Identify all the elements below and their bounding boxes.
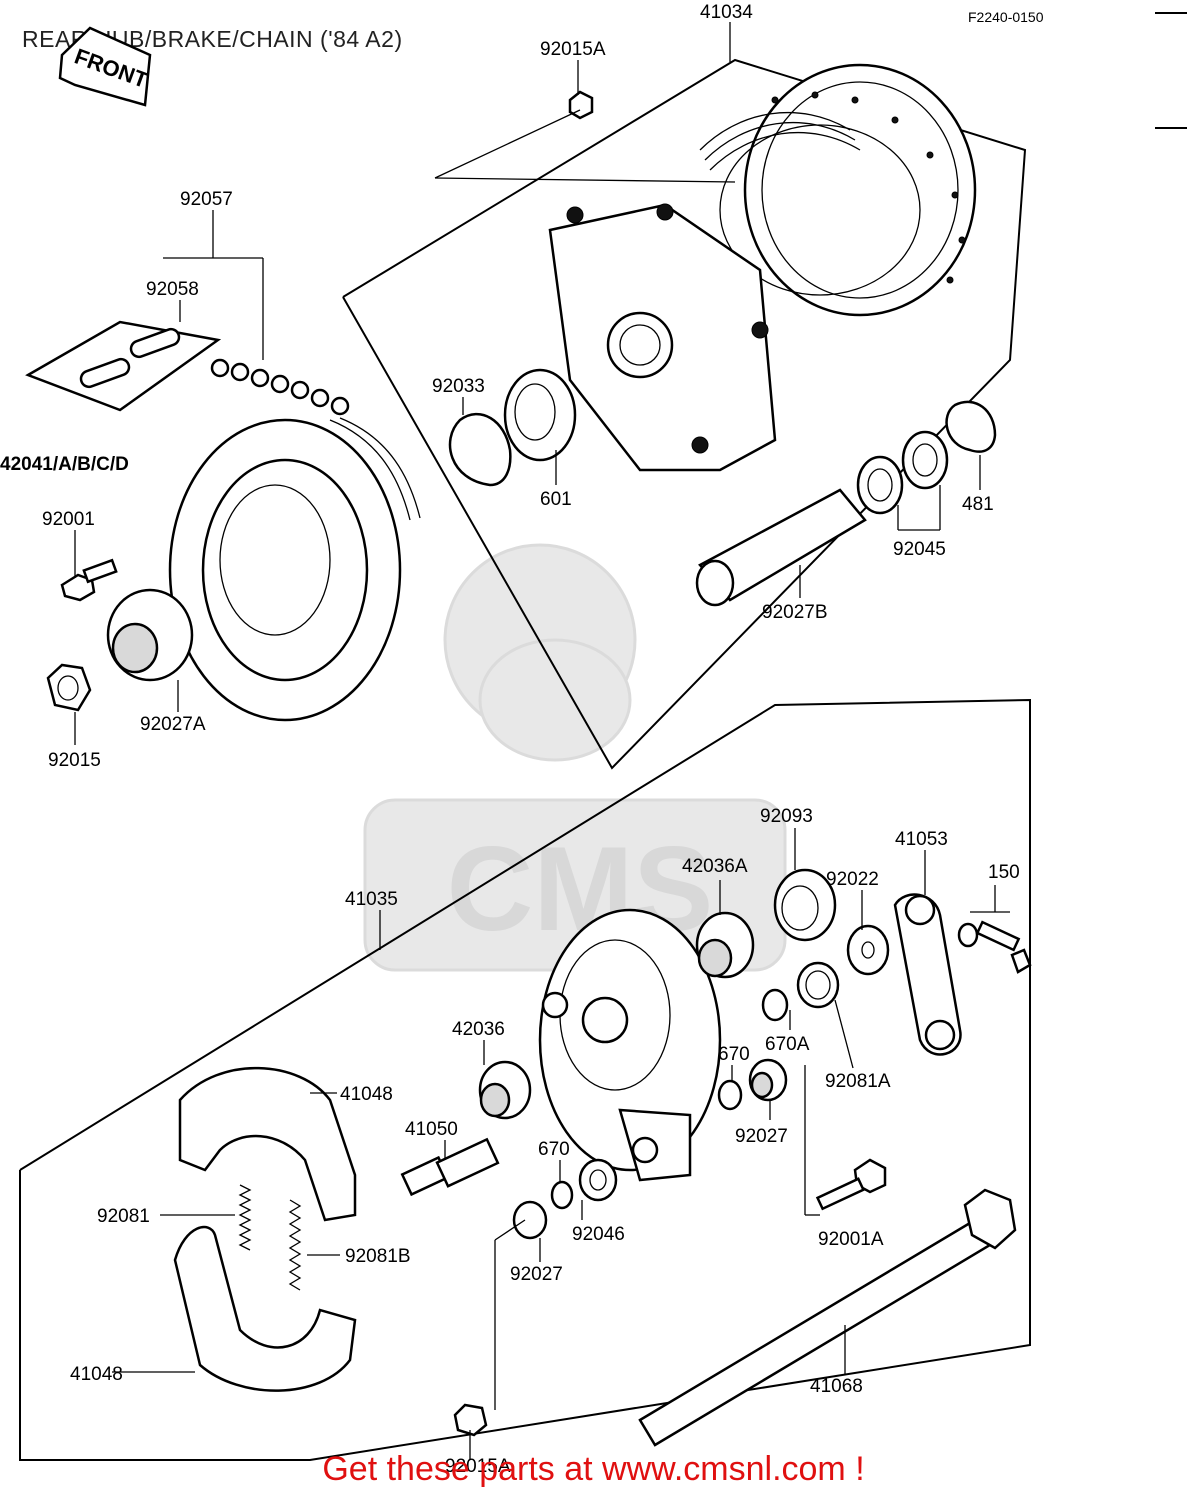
part-label-41048-top: 41048 (340, 1084, 393, 1105)
nut-92015A-bottom-drawing (453, 1403, 488, 1437)
part-label-92015A-bottom: 92015A (445, 1456, 511, 1477)
part-label-92027-lower: 92027 (510, 1264, 563, 1285)
front-arrow-icon: FRONT (58, 26, 152, 107)
circlip-481-drawing (945, 400, 997, 453)
part-label-92027B: 92027B (762, 602, 828, 623)
lever-41053-drawing (893, 893, 962, 1056)
hub-assembly-frame (342, 58, 1027, 770)
part-label-92001A: 92001A (818, 1229, 884, 1250)
washer-92022-drawing (846, 924, 890, 976)
collar-92027A-drawing (106, 588, 194, 682)
collar-42036-drawing (478, 1060, 532, 1120)
camshaft-41050-drawing (400, 1137, 500, 1197)
part-label-92015: 92015 (48, 750, 101, 771)
bolt-150-drawing (957, 920, 1032, 974)
part-label-42036: 42036 (452, 1019, 505, 1040)
cms-watermark: CMS (363, 543, 787, 972)
spring-92081B-drawing (288, 1199, 302, 1291)
part-label-670-upper: 670 (718, 1044, 750, 1065)
part-label-42036A: 42036A (682, 856, 748, 877)
bearing-601-drawing (503, 368, 577, 462)
washer-670-upper-drawing (717, 1079, 743, 1111)
figure-code: F2240-0150 (968, 9, 1044, 25)
chain-link-drawing (25, 320, 222, 412)
collar-92027-upper-drawing (748, 1058, 788, 1102)
part-label-41034: 41034 (700, 2, 753, 23)
washer-670A-drawing (761, 988, 789, 1022)
part-label-42041: 42041/A/B/C/D (0, 454, 129, 475)
part-label-41068: 41068 (810, 1376, 863, 1397)
nut-92015A-top-drawing (568, 90, 594, 120)
seal-92093-drawing (773, 868, 837, 942)
part-label-92001: 92001 (42, 509, 95, 530)
brake-panel-drawing (538, 908, 722, 1182)
brake-assembly-frame (19, 698, 1031, 1461)
part-label-92058: 92058 (146, 279, 199, 300)
bearings-92045-drawing (856, 430, 949, 515)
bolt-92001A-drawing (815, 1158, 887, 1211)
part-label-41048-bottom: 41048 (70, 1364, 123, 1385)
rear-hub-drawing (548, 63, 977, 472)
part-label-92081A: 92081A (825, 1071, 891, 1092)
axle-41068-drawing (638, 1188, 1017, 1447)
part-label-92022: 92022 (826, 869, 879, 890)
bolt-92001-drawing (60, 558, 118, 602)
part-label-670A: 670A (765, 1034, 810, 1055)
part-label-41053: 41053 (895, 829, 948, 850)
drive-chain-drawing (210, 358, 421, 521)
part-label-92081B: 92081B (345, 1246, 411, 1267)
part-label-92033: 92033 (432, 376, 485, 397)
nut-92015-drawing (46, 663, 92, 712)
part-label-41050: 41050 (405, 1119, 458, 1140)
sprocket-drawing (168, 418, 402, 722)
part-label-92081: 92081 (97, 1206, 150, 1227)
part-labels: 41034 92015A 92057 92058 92033 601 481 4… (0, 2, 1020, 1477)
circlip-92033-drawing (448, 412, 512, 487)
part-label-481: 481 (962, 494, 994, 515)
part-label-601: 601 (540, 489, 572, 510)
collar-92027B-drawing (695, 488, 867, 607)
part-label-92093: 92093 (760, 806, 813, 827)
part-label-92027A: 92027A (140, 714, 206, 735)
part-label-92027-upper: 92027 (735, 1126, 788, 1147)
part-label-150: 150 (988, 862, 1020, 883)
part-label-92057: 92057 (180, 189, 233, 210)
spring-92081-drawing (238, 1184, 252, 1251)
part-label-41035: 41035 (345, 889, 398, 910)
spring-92081A-drawing (796, 961, 840, 1009)
bush-92046-drawing (578, 1158, 618, 1202)
collar-42036A-drawing (695, 911, 755, 979)
brake-shoe-upper-drawing (178, 1066, 357, 1222)
brake-shoe-lower-drawing (173, 1225, 357, 1392)
part-label-92015A-top: 92015A (540, 39, 606, 60)
washer-670-lower-drawing (550, 1180, 574, 1210)
footer-link-text[interactable]: Get these parts at www.cmsnl.com ! (322, 1450, 865, 1488)
part-label-670-lower: 670 (538, 1139, 570, 1160)
leader-lines (74, 22, 1010, 1460)
part-label-92046: 92046 (572, 1224, 625, 1245)
collar-92027-lower-drawing (512, 1200, 548, 1240)
part-label-92045: 92045 (893, 539, 946, 560)
